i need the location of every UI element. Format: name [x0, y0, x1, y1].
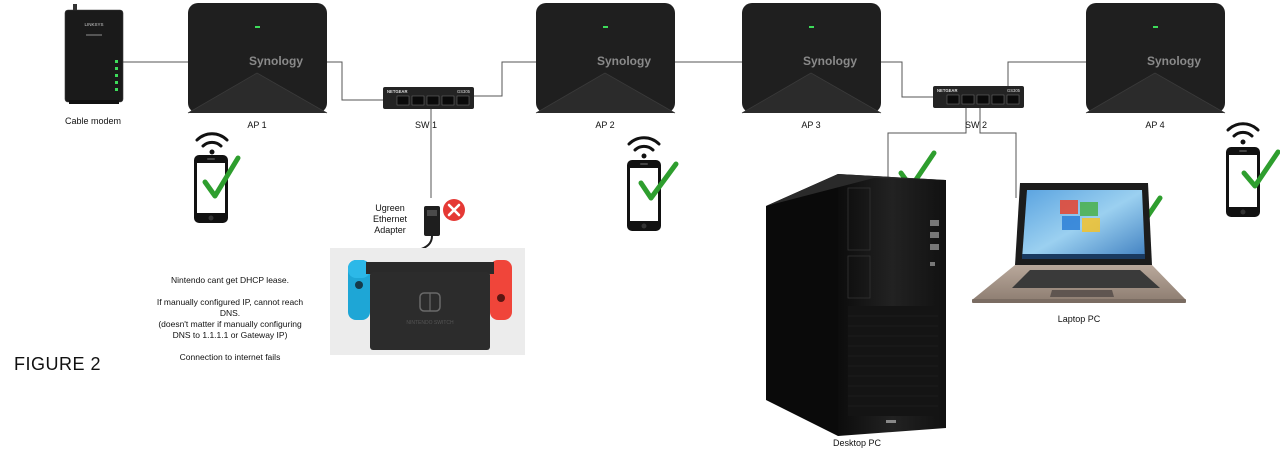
label-ap2: AP 2: [595, 120, 614, 130]
cable-modem: LINKSYS: [65, 4, 123, 104]
label-sw2: SW 2: [965, 120, 987, 130]
label-desktop-pc: Desktop PC: [833, 438, 882, 448]
router-brand: Synology: [597, 54, 651, 68]
desktop-pc: [766, 174, 946, 436]
label-cable-modem: Cable modem: [65, 116, 121, 126]
switch-brand: NETGEAR: [937, 88, 957, 93]
switch-brand: NETGEAR: [387, 89, 407, 94]
adapter-label-line1: Ugreen: [375, 203, 405, 213]
note-line-6: Connection to internet fails: [150, 352, 310, 363]
cable-ap1-sw1: [327, 62, 384, 100]
label-laptop-pc: Laptop PC: [1058, 314, 1101, 324]
note-line-3: DNS.: [150, 308, 310, 319]
router-ap1: Synology: [188, 3, 327, 113]
note-line-1: Nintendo cant get DHCP lease.: [150, 275, 310, 286]
nintendo-switch: NINTENDO SWITCH: [330, 248, 525, 355]
switch-model: GS305: [457, 89, 471, 94]
label-ap1: AP 1: [247, 120, 266, 130]
switch-model: GS305: [1007, 88, 1021, 93]
router-brand: Synology: [249, 54, 303, 68]
router-brand: Synology: [803, 54, 857, 68]
note-line-5: DNS to 1.1.1.1 or Gateway IP): [150, 330, 310, 341]
label-ap3: AP 3: [801, 120, 820, 130]
label-ap4: AP 4: [1145, 120, 1164, 130]
laptop-pc: [972, 183, 1186, 303]
adapter-label-line2: Ethernet: [373, 214, 408, 224]
router-ap4: Synology: [1086, 3, 1225, 113]
cable-sw2-ap4: [1008, 62, 1086, 87]
router-brand: Synology: [1147, 54, 1201, 68]
ethernet-adapter: [403, 206, 440, 254]
note-line-2: If manually configured IP, cannot reach: [150, 297, 310, 308]
cable-sw2-desktop: [888, 108, 966, 188]
wifi-icon: [629, 138, 659, 159]
switch-sw2: NETGEAR GS305: [933, 86, 1024, 108]
figure-label: FIGURE 2: [14, 354, 101, 375]
cable-ap3-sw2: [880, 62, 934, 97]
router-ap3: Synology: [742, 3, 881, 113]
router-ap2: Synology: [536, 3, 675, 113]
modem-brand: LINKSYS: [84, 22, 103, 27]
nintendo-brand: NINTENDO SWITCH: [406, 320, 454, 326]
cable-sw1-ap2: [474, 62, 536, 96]
note-line-4: (doesn't matter if manually configuring: [150, 319, 310, 330]
nintendo-notes: Nintendo cant get DHCP lease. If manuall…: [150, 275, 310, 363]
label-sw1: SW 1: [415, 120, 437, 130]
switch-sw1: NETGEAR GS305: [383, 87, 474, 109]
wifi-icon: [1228, 124, 1258, 145]
adapter-label-line3: Adapter: [374, 225, 406, 235]
wifi-icon: [197, 134, 227, 155]
error-x-icon: [443, 199, 465, 221]
